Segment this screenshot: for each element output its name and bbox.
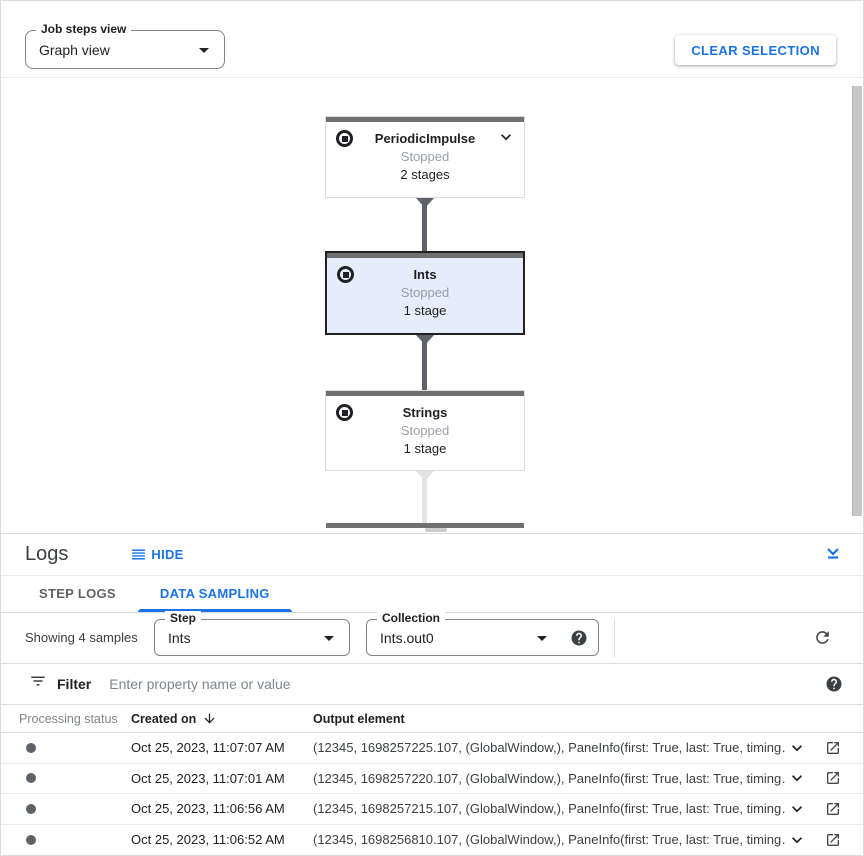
node-header-bar: [326, 391, 524, 396]
expand-row-chevron-icon[interactable]: [785, 766, 809, 790]
job-steps-view-value: Graph view: [39, 41, 110, 58]
node-title: PeriodicImpulse: [374, 131, 476, 146]
tab-data-sampling[interactable]: DATA SAMPLING: [137, 576, 292, 612]
stop-circle-icon: [336, 404, 353, 421]
node-status: Stopped: [400, 149, 450, 164]
sampling-controls: Showing 4 samples Step Ints Collection I…: [1, 611, 863, 664]
created-on-cell: Oct 25, 2023, 11:06:52 AM: [131, 832, 285, 848]
vertical-scrollbar[interactable]: [852, 86, 862, 516]
logs-tabs: STEP LOGS DATA SAMPLING: [1, 576, 863, 613]
dropdown-caret-icon: [530, 626, 554, 650]
open-in-new-icon[interactable]: [821, 828, 845, 852]
job-steps-view-label: Job steps view: [36, 22, 132, 36]
edge-ints-to-strings: [422, 335, 427, 390]
hide-label: HIDE: [151, 547, 184, 563]
col-processing-status: Processing status: [19, 711, 118, 726]
filter-funnel-icon: [29, 672, 47, 695]
expand-row-chevron-icon[interactable]: [785, 797, 809, 821]
node-title: Strings: [402, 405, 448, 420]
processing-status-dot: [26, 773, 36, 784]
toolbar-divider: [1, 77, 863, 78]
step-select-value: Ints: [168, 629, 191, 646]
stop-circle-icon: [336, 130, 353, 147]
created-on-cell: Oct 25, 2023, 11:07:07 AM: [131, 740, 285, 756]
open-in-new-icon[interactable]: [821, 766, 845, 790]
processing-status-dot: [26, 834, 36, 845]
reorder-lines-icon: [132, 549, 146, 560]
pipeline-graph-section: Job steps view Graph view CLEAR SELECTIO…: [1, 1, 863, 533]
edge-strings-to-next: [422, 471, 427, 523]
filter-input[interactable]: [109, 675, 825, 692]
collection-help-icon[interactable]: [570, 629, 588, 647]
node-status: Stopped: [400, 423, 450, 438]
refresh-icon[interactable]: [812, 628, 832, 648]
output-element-cell: (12345, 1698257220.107, (GlobalWindow,),…: [313, 770, 785, 786]
node-stages: 2 stages: [400, 167, 450, 182]
filter-label: Filter: [57, 675, 92, 692]
node-stages: 1 stage: [403, 441, 447, 456]
collection-select[interactable]: Collection Ints.out0: [366, 611, 599, 657]
collapse-panel-icon[interactable]: [823, 545, 843, 565]
open-in-new-icon[interactable]: [821, 797, 845, 821]
node-header-bar: [326, 117, 524, 122]
tab-step-logs[interactable]: STEP LOGS: [39, 586, 116, 602]
table-row: Oct 25, 2023, 11:07:07 AM (12345, 169825…: [1, 733, 863, 764]
created-on-cell: Oct 25, 2023, 11:06:56 AM: [131, 801, 285, 817]
col-output-element: Output element: [313, 711, 405, 726]
dropdown-caret-icon: [192, 38, 216, 62]
logs-panel: Logs HIDE STEP LOGS DATA SAMPLING Showin…: [1, 533, 863, 855]
edge-periodicimpulse-to-ints: [422, 198, 427, 251]
filter-bar: Filter: [1, 664, 863, 705]
col-created-on[interactable]: Created on: [131, 711, 313, 726]
samples-table: Processing status Created on Output elem…: [1, 705, 863, 855]
collection-select-value: Ints.out0: [380, 629, 434, 646]
output-element-cell: (12345, 1698257215.107, (GlobalWindow,),…: [313, 801, 785, 817]
filter-help-icon[interactable]: [825, 675, 843, 693]
dropdown-caret-icon: [317, 626, 341, 650]
collection-select-label: Collection: [377, 611, 446, 626]
output-element-cell: (12345, 1698256810.107, (GlobalWindow,),…: [313, 832, 785, 848]
logs-header: Logs HIDE: [1, 534, 863, 577]
node-expand-chevron-icon[interactable]: [496, 127, 516, 147]
expand-row-chevron-icon[interactable]: [785, 736, 809, 760]
showing-samples-text: Showing 4 samples: [25, 630, 138, 646]
node-status: Stopped: [400, 285, 450, 300]
table-header-row: Processing status Created on Output elem…: [1, 705, 863, 733]
expand-row-chevron-icon[interactable]: [785, 828, 809, 852]
node-header-bar: [327, 253, 523, 258]
table-row: Oct 25, 2023, 11:06:56 AM (12345, 169825…: [1, 794, 863, 825]
hide-logs-button[interactable]: HIDE: [130, 546, 183, 563]
step-select[interactable]: Step Ints: [154, 611, 350, 657]
controls-divider: [614, 618, 615, 657]
graph-node-ints[interactable]: Ints Stopped 1 stage: [325, 251, 525, 335]
node-title: Ints: [413, 267, 437, 282]
job-steps-view-select[interactable]: Job steps view Graph view: [25, 22, 225, 69]
step-select-label: Step: [165, 611, 202, 626]
created-on-cell: Oct 25, 2023, 11:07:01 AM: [131, 770, 285, 786]
clear-selection-button[interactable]: CLEAR SELECTION: [675, 35, 836, 65]
horizontal-scrollbar[interactable]: [425, 528, 447, 532]
processing-status-dot: [26, 803, 36, 814]
stop-circle-icon: [337, 266, 354, 283]
logs-panel-title: Logs: [25, 543, 69, 566]
graph-node-periodicimpulse[interactable]: PeriodicImpulse Stopped 2 stages: [325, 116, 525, 198]
table-row: Oct 25, 2023, 11:06:52 AM (12345, 169825…: [1, 825, 863, 856]
output-element-cell: (12345, 1698257225.107, (GlobalWindow,),…: [313, 740, 785, 756]
node-stages: 1 stage: [403, 303, 447, 318]
partial-node-header-bar: [326, 523, 524, 528]
sort-descending-icon: [204, 713, 215, 724]
table-row: Oct 25, 2023, 11:07:01 AM (12345, 169825…: [1, 764, 863, 794]
open-in-new-icon[interactable]: [821, 736, 845, 760]
processing-status-dot: [26, 742, 36, 753]
graph-node-strings[interactable]: Strings Stopped 1 stage: [325, 390, 525, 471]
